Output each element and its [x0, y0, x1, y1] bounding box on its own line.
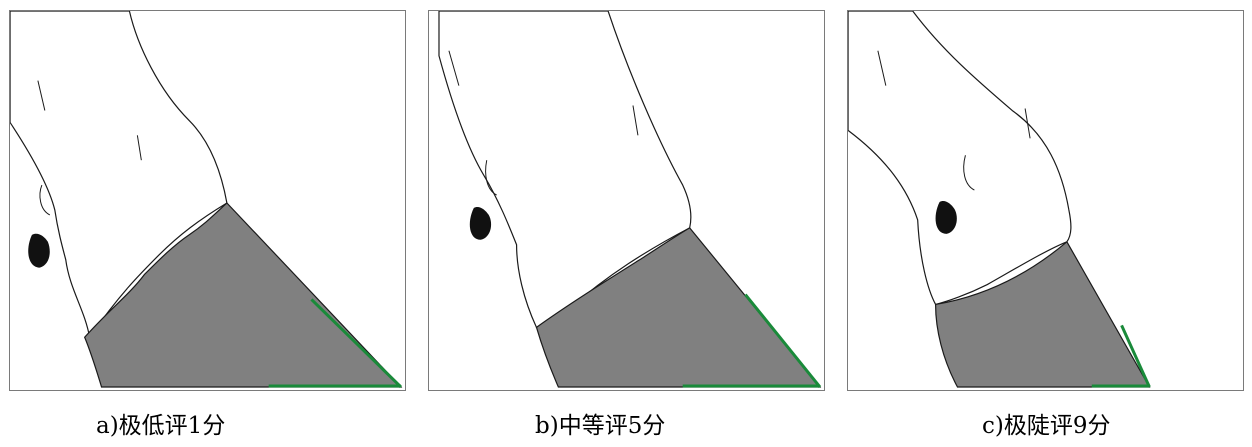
hair-line — [448, 50, 460, 86]
leg-outline — [848, 11, 1072, 306]
hair-line — [485, 160, 497, 196]
hair-line — [1024, 108, 1031, 139]
hoof-diagram-steep — [848, 11, 1151, 388]
caption-b: b)中等评5分 — [535, 413, 666, 439]
hair-line — [136, 135, 142, 161]
caption-c: c)极陡评9分 — [982, 413, 1111, 439]
hair-line — [632, 105, 639, 136]
panel-c — [847, 10, 1244, 391]
hair-line — [39, 184, 51, 216]
panel-b — [428, 10, 825, 391]
hoof-wall — [934, 240, 1151, 388]
dewclaw — [469, 206, 492, 240]
hoof-wall — [83, 202, 403, 388]
hoof-diagram-low — [10, 11, 403, 389]
dewclaw — [935, 200, 957, 234]
hair-line — [963, 155, 975, 191]
hoof-wall — [535, 227, 822, 388]
hoof-angle-line — [744, 293, 822, 388]
hoof-angle-line — [1120, 324, 1151, 388]
caption-a: a)极低评1分 — [96, 413, 226, 439]
hoof-diagram-medium — [438, 11, 822, 388]
leg-outline — [10, 11, 228, 339]
hair-line — [877, 50, 887, 86]
hoof-angle-line — [310, 298, 403, 389]
hair-line — [37, 80, 46, 111]
dewclaw — [28, 233, 50, 268]
panel-a — [9, 10, 406, 391]
